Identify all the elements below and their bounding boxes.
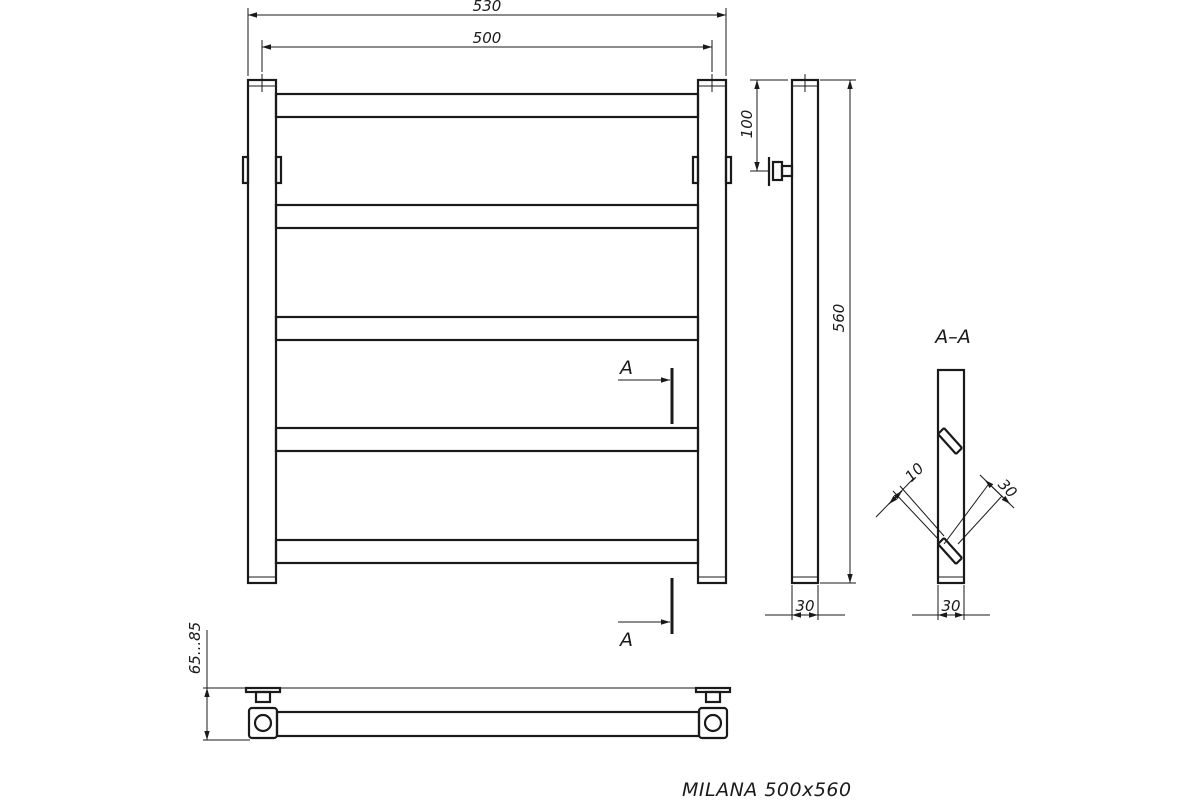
- dimension-height: 560: [820, 79, 856, 584]
- left-post: [246, 78, 278, 585]
- section-label-a-top: A: [618, 357, 633, 379]
- drawing-title: MILANA 500x560: [682, 779, 852, 800]
- dimension-top-offset: 100: [738, 79, 788, 172]
- section-marker-top: A: [618, 357, 674, 424]
- rung: [274, 203, 700, 230]
- dimension-section-depth: 30: [912, 585, 990, 620]
- section-view: A–A 10 30: [875, 326, 1021, 620]
- section-post: [936, 368, 966, 585]
- dimension-overall-width: 530: [247, 0, 727, 76]
- front-view: 530 500 A A: [241, 0, 733, 651]
- bottom-rung: [275, 710, 701, 738]
- dimension-rung-width: 30: [943, 474, 1021, 545]
- section-label-a-bottom: A: [618, 629, 633, 651]
- right-end-fitting: [694, 686, 732, 740]
- dim-label-30-diagonal: 30: [994, 475, 1020, 501]
- rung: [274, 538, 700, 565]
- dim-label-wall-distance: 65...85: [186, 622, 204, 674]
- rungs: [274, 92, 700, 565]
- right-post: [696, 78, 728, 585]
- side-post: [790, 78, 820, 585]
- rung: [274, 315, 700, 342]
- dim-label-30-section: 30: [941, 597, 960, 615]
- dim-label-560: 560: [830, 304, 848, 333]
- dimension-side-depth: 30: [765, 585, 845, 620]
- wall-fitting: [767, 157, 794, 186]
- rung: [274, 92, 700, 119]
- rung: [274, 426, 700, 453]
- left-end-fitting: [244, 686, 282, 740]
- dimension-rung-thickness: 10: [875, 459, 945, 541]
- section-marker-bottom: A: [618, 578, 674, 651]
- dimension-wall-distance: 65...85: [186, 622, 210, 740]
- left-bracket: [241, 155, 250, 185]
- dimension-inner-width: 500: [261, 29, 713, 72]
- right-bracket: [691, 155, 700, 185]
- side-view: 100 560 30: [738, 74, 856, 620]
- dim-label-500: 500: [473, 29, 502, 47]
- dim-label-10: 10: [901, 459, 927, 485]
- section-title: A–A: [933, 326, 971, 348]
- dim-label-30-side: 30: [795, 597, 814, 615]
- slanted-rung-lower: [937, 537, 963, 565]
- slanted-rung-upper: [937, 427, 963, 455]
- dim-label-100: 100: [738, 110, 756, 139]
- bottom-view: 65...85: [186, 622, 732, 741]
- dim-label-530: 530: [473, 0, 502, 15]
